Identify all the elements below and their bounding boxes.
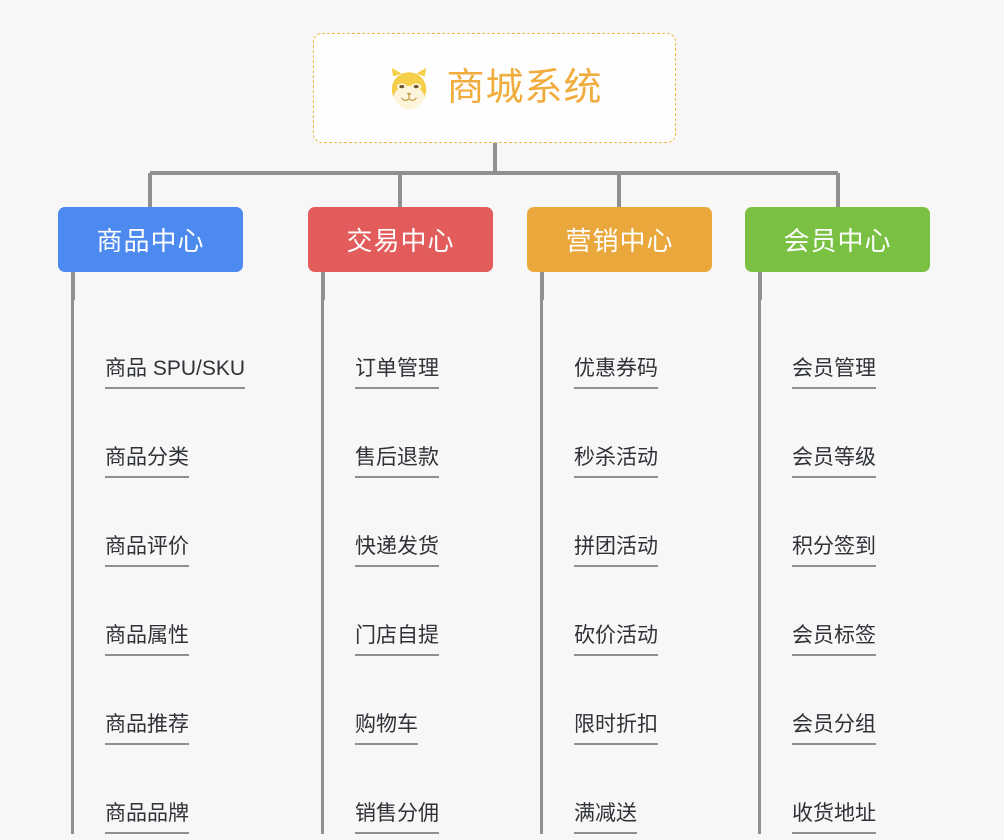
leaf-label: 收货地址 bbox=[792, 801, 876, 834]
leaf-label: 秒杀活动 bbox=[574, 445, 658, 478]
leaf-item[interactable]: 快递发货 bbox=[321, 478, 439, 567]
category-box-2[interactable]: 交易中心 bbox=[308, 207, 493, 272]
leaf-item[interactable]: 商品推荐 bbox=[71, 656, 245, 745]
leaf-label: 商品品牌 bbox=[105, 801, 189, 834]
leaf-item[interactable]: 商品品牌 bbox=[71, 745, 245, 834]
leaf-label: 限时折扣 bbox=[574, 712, 658, 745]
leaf-item[interactable]: 满减送 bbox=[540, 745, 658, 834]
category-box-4[interactable]: 会员中心 bbox=[745, 207, 930, 272]
category-label-3: 营销中心 bbox=[565, 226, 674, 256]
leaf-item[interactable]: 积分签到 bbox=[758, 478, 876, 567]
leaf-label: 积分签到 bbox=[792, 534, 876, 567]
leaf-label: 会员分组 bbox=[792, 712, 876, 745]
leaf-label: 商品属性 bbox=[105, 623, 189, 656]
root-title: 商城系统 bbox=[446, 67, 603, 109]
leaf-column-3: 优惠券码 秒杀活动 拼团活动 砍价活动 限时折扣 满减送 bbox=[540, 300, 658, 834]
leaf-item[interactable]: 秒杀活动 bbox=[540, 389, 658, 478]
leaf-label: 商品评价 bbox=[105, 534, 189, 567]
leaf-item[interactable]: 商品属性 bbox=[71, 567, 245, 656]
leaf-item[interactable]: 商品 SPU/SKU bbox=[71, 300, 246, 389]
category-label-1: 商品中心 bbox=[96, 226, 205, 256]
leaf-item[interactable]: 拼团活动 bbox=[540, 478, 658, 567]
leaf-label: 门店自提 bbox=[355, 623, 439, 656]
leaf-label: 商品 SPU/SKU bbox=[105, 356, 246, 389]
leaf-column-4: 会员管理 会员等级 积分签到 会员标签 会员分组 收货地址 bbox=[758, 300, 876, 834]
leaf-item[interactable]: 商品分类 bbox=[71, 389, 245, 478]
leaf-item[interactable]: 购物车 bbox=[321, 656, 439, 745]
leaf-label: 会员管理 bbox=[792, 356, 876, 389]
leaf-item[interactable]: 收货地址 bbox=[758, 745, 876, 834]
leaf-label: 拼团活动 bbox=[574, 534, 658, 567]
leaf-label: 销售分佣 bbox=[355, 801, 439, 834]
leaf-item[interactable]: 会员标签 bbox=[758, 567, 876, 656]
category-box-1[interactable]: 商品中心 bbox=[58, 207, 243, 272]
leaf-label: 商品推荐 bbox=[105, 712, 189, 745]
leaf-label: 售后退款 bbox=[355, 445, 439, 478]
leaf-label: 满减送 bbox=[574, 801, 637, 834]
leaf-item[interactable]: 会员等级 bbox=[758, 389, 876, 478]
category-label-4: 会员中心 bbox=[783, 226, 892, 256]
shiba-dog-icon bbox=[392, 67, 427, 110]
root-node[interactable]: 商城系统 bbox=[313, 33, 676, 143]
leaf-label: 会员等级 bbox=[792, 445, 876, 478]
leaf-item[interactable]: 商品评价 bbox=[71, 478, 245, 567]
leaf-item[interactable]: 会员管理 bbox=[758, 300, 876, 389]
leaf-item[interactable]: 销售分佣 bbox=[321, 745, 439, 834]
leaf-item[interactable]: 限时折扣 bbox=[540, 656, 658, 745]
leaf-label: 商品分类 bbox=[105, 445, 189, 478]
leaf-item[interactable]: 砍价活动 bbox=[540, 567, 658, 656]
leaf-label: 订单管理 bbox=[355, 356, 439, 389]
category-label-2: 交易中心 bbox=[346, 226, 455, 256]
leaf-item[interactable]: 会员分组 bbox=[758, 656, 876, 745]
leaf-item[interactable]: 订单管理 bbox=[321, 300, 439, 389]
leaf-column-1: 商品 SPU/SKU 商品分类 商品评价 商品属性 商品推荐 商品品牌 bbox=[71, 300, 246, 834]
leaf-label: 会员标签 bbox=[792, 623, 876, 656]
leaf-item[interactable]: 优惠券码 bbox=[540, 300, 658, 389]
leaf-item[interactable]: 门店自提 bbox=[321, 567, 439, 656]
leaf-item[interactable]: 售后退款 bbox=[321, 389, 439, 478]
leaf-label: 砍价活动 bbox=[574, 623, 658, 656]
leaf-column-2: 订单管理 售后退款 快递发货 门店自提 购物车 销售分佣 bbox=[321, 300, 439, 834]
leaf-label: 优惠券码 bbox=[574, 356, 658, 389]
leaf-label: 购物车 bbox=[355, 712, 418, 745]
leaf-label: 快递发货 bbox=[355, 534, 439, 567]
category-box-3[interactable]: 营销中心 bbox=[527, 207, 712, 272]
